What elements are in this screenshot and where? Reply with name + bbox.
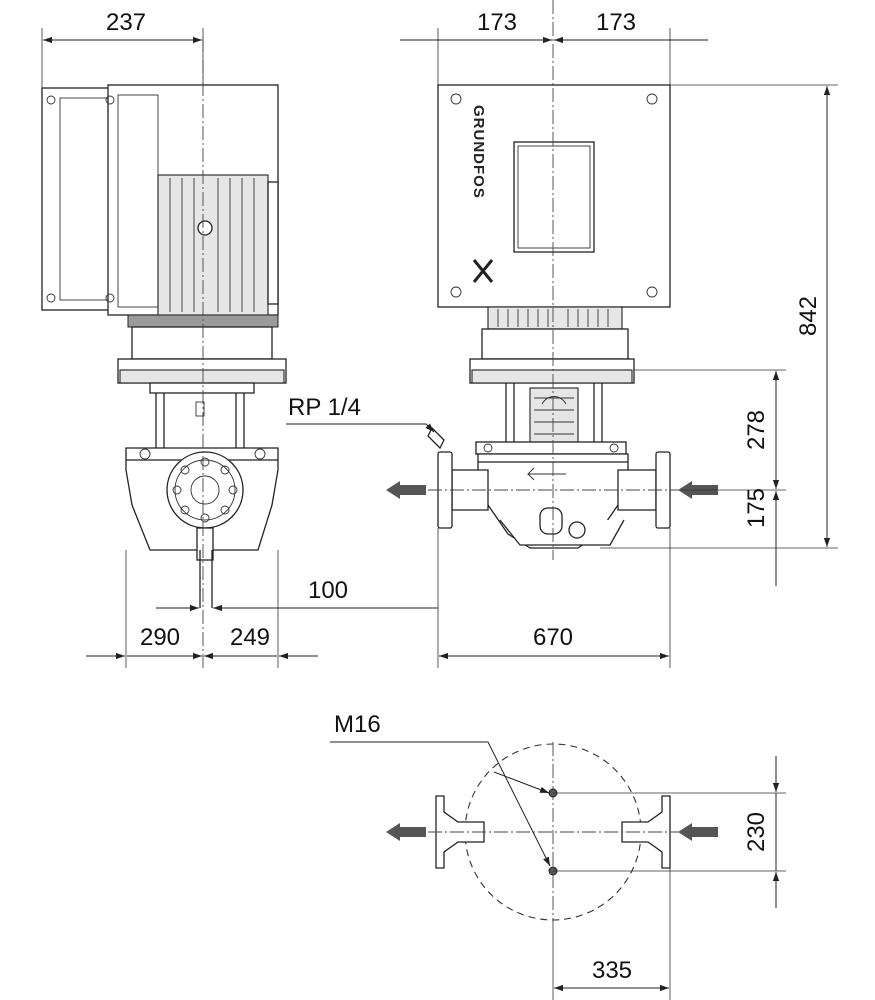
brand-logo: GRUNDFOS bbox=[470, 105, 487, 199]
dimension-labels: 237 173 173 842 278 175 RP 1/4 100 290 2… bbox=[106, 9, 822, 984]
side-motor-fins bbox=[157, 174, 269, 316]
dim-173-right: 173 bbox=[596, 9, 636, 36]
dim-670: 670 bbox=[533, 624, 573, 651]
dim-175: 175 bbox=[743, 488, 770, 528]
dim-249: 249 bbox=[230, 624, 270, 651]
dim-100: 100 bbox=[308, 577, 348, 604]
dim-335: 335 bbox=[592, 957, 632, 984]
dimension-lines bbox=[41, 28, 838, 1000]
dim-278: 278 bbox=[743, 410, 770, 450]
outlet-flow-arrow bbox=[398, 485, 426, 495]
dim-173-left: 173 bbox=[477, 9, 517, 36]
dim-237: 237 bbox=[106, 9, 146, 36]
brand-x-mark bbox=[472, 259, 494, 283]
footprint-view bbox=[386, 742, 718, 922]
footprint-flange-right bbox=[621, 795, 671, 869]
bolt-thread-label: M16 bbox=[334, 711, 381, 738]
side-terminal-box bbox=[41, 87, 121, 311]
front-view: GRUNDFOS bbox=[386, 0, 718, 560]
front-display bbox=[513, 141, 595, 253]
side-view bbox=[41, 38, 287, 668]
dim-290: 290 bbox=[140, 624, 180, 651]
vent-plug-label: RP 1/4 bbox=[288, 394, 361, 421]
front-coupling bbox=[529, 387, 579, 445]
side-flange bbox=[166, 451, 244, 529]
dim-842: 842 bbox=[795, 296, 822, 336]
dim-230: 230 bbox=[743, 812, 770, 852]
side-motor-bolt bbox=[197, 220, 213, 236]
